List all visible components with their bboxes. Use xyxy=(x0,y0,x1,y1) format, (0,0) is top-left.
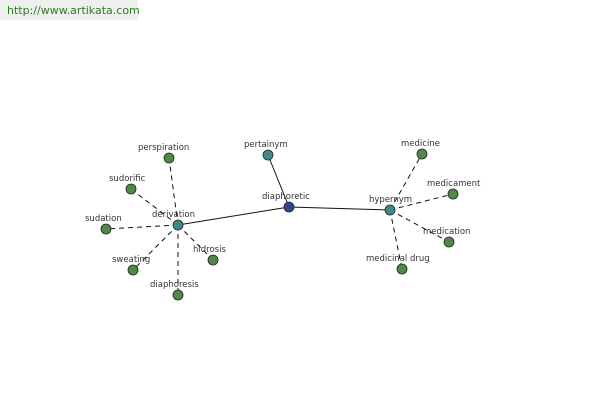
node-label-medicament[interactable]: medicament xyxy=(427,179,481,189)
edge-hypernym-medication xyxy=(389,209,450,243)
node-label-pertainym[interactable]: pertainym xyxy=(244,140,288,150)
graph-nodes xyxy=(100,148,459,301)
graph-edges xyxy=(105,153,454,295)
edge-derivation-sweating xyxy=(132,224,179,271)
node-label-hidrosis[interactable]: hidrosis xyxy=(193,245,226,255)
node-perspiration[interactable] xyxy=(163,152,175,164)
node-label-sudorific[interactable]: sudorific xyxy=(109,174,146,184)
node-sweating[interactable] xyxy=(127,264,139,276)
node-label-diaphoretic[interactable]: diaphoretic xyxy=(262,192,310,202)
node-label-medicinal-drug[interactable]: medicinal drug xyxy=(366,254,430,264)
node-derivation[interactable] xyxy=(172,219,184,231)
node-sudation[interactable] xyxy=(100,223,112,235)
edge-derivation-perspiration xyxy=(168,157,179,226)
edge-diaphoretic-derivation xyxy=(177,206,290,226)
node-pertainym[interactable] xyxy=(262,149,274,161)
site-url-link[interactable]: http://www.artikata.com xyxy=(7,4,140,17)
node-medicament[interactable] xyxy=(447,188,459,200)
node-medicinal-drug[interactable] xyxy=(396,263,408,275)
node-label-derivation[interactable]: derivation xyxy=(152,210,195,220)
edge-hypernym-medicament xyxy=(389,193,454,211)
node-hidrosis[interactable] xyxy=(207,254,219,266)
node-hypernym[interactable] xyxy=(384,204,396,216)
node-label-sweating[interactable]: sweating xyxy=(112,255,150,265)
edge-diaphoretic-hypernym xyxy=(288,206,391,211)
node-label-medication[interactable]: medication xyxy=(423,227,470,237)
edge-hypernym-medicinal-drug xyxy=(389,209,403,270)
graph-labels: diaphoretic pertainym derivation hypernym pe… xyxy=(85,139,481,290)
node-diaphoretic[interactable] xyxy=(283,201,295,213)
node-sudorific[interactable] xyxy=(125,183,137,195)
site-url-bar: http://www.artikata.com xyxy=(0,0,140,20)
edge-hypernym-medicine xyxy=(389,153,423,211)
node-medicine[interactable] xyxy=(416,148,428,160)
edge-derivation-sudorific xyxy=(130,188,179,226)
node-label-sudation[interactable]: sudation xyxy=(85,214,122,224)
node-label-perspiration[interactable]: perspiration xyxy=(138,143,189,153)
node-diaphoresis[interactable] xyxy=(172,289,184,301)
node-label-diaphoresis[interactable]: diaphoresis xyxy=(150,280,199,290)
edge-derivation-sudation xyxy=(105,224,179,230)
edge-diaphoretic-pertainym xyxy=(267,154,290,208)
node-medication[interactable] xyxy=(443,236,455,248)
node-label-medicine[interactable]: medicine xyxy=(401,139,440,149)
node-label-hypernym[interactable]: hypernym xyxy=(369,195,412,205)
